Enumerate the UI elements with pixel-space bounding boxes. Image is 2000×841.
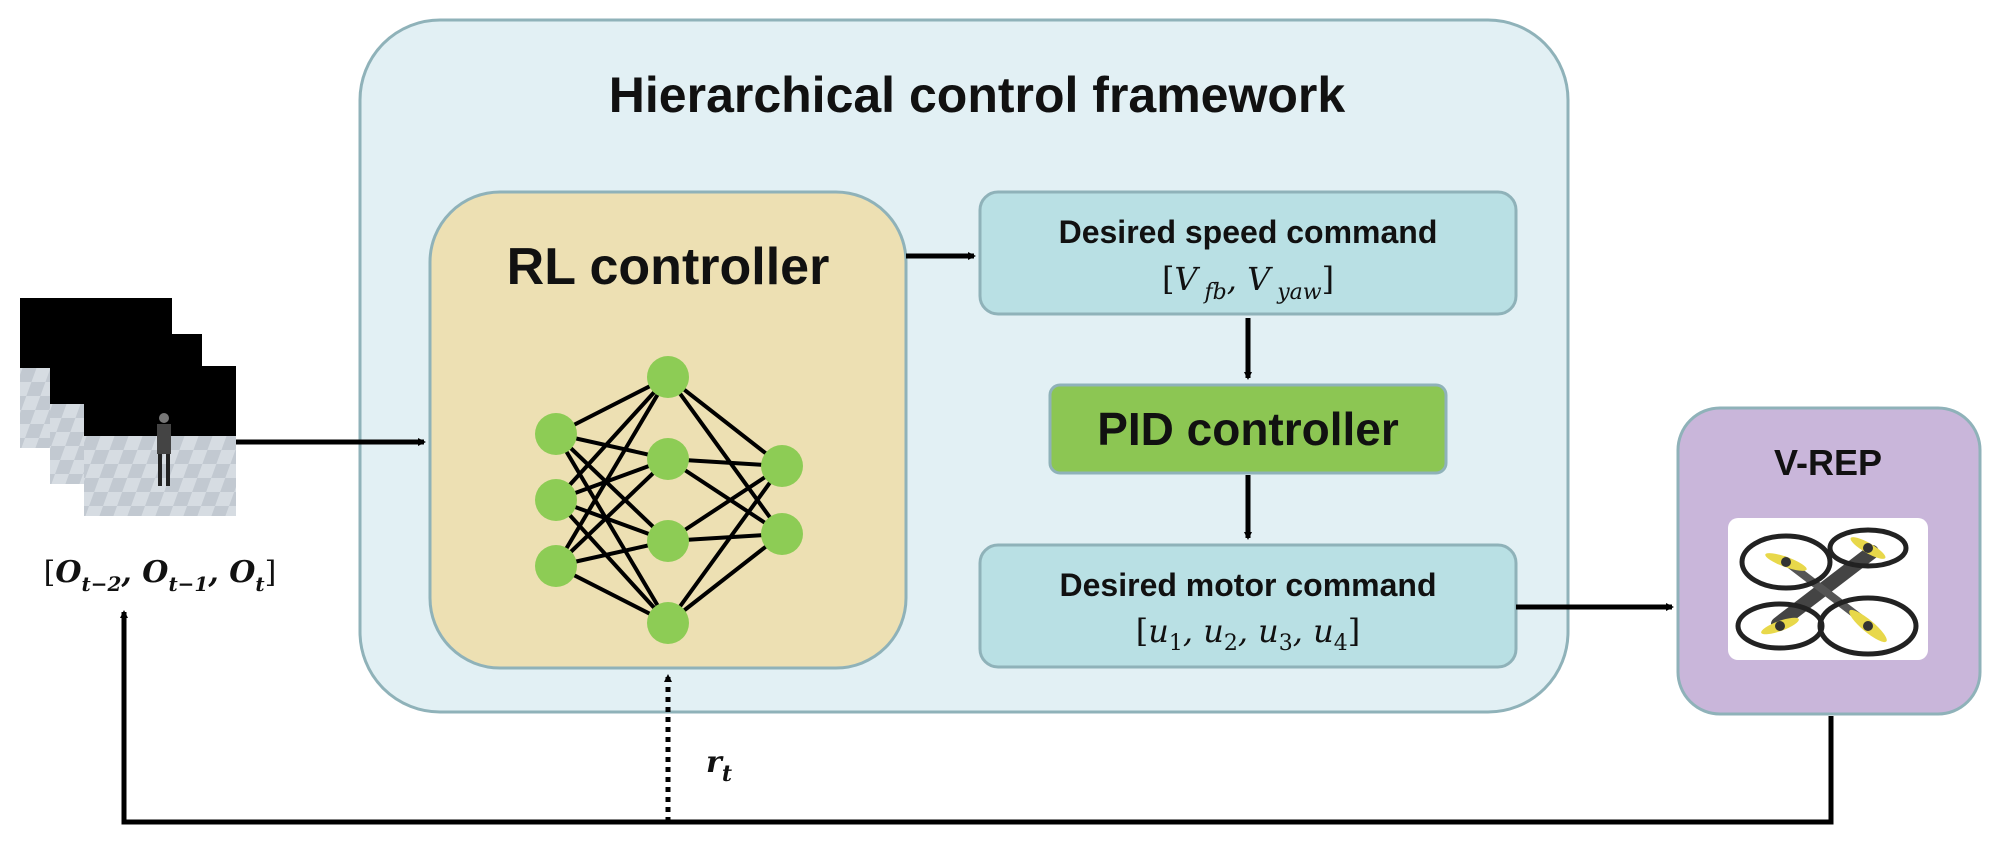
network-edge: [554, 498, 670, 625]
network-edge: [666, 464, 784, 625]
motor-command-title: Desired motor command: [1060, 567, 1437, 603]
network-edge: [554, 375, 670, 502]
reward-label: rt: [706, 745, 732, 787]
network-edge: [554, 457, 670, 568]
vrep-title: V-REP: [1774, 442, 1882, 483]
network-edge: [666, 375, 784, 536]
neural-network-icon: [535, 356, 803, 644]
network-node: [535, 479, 577, 521]
network-node: [535, 545, 577, 587]
speed-command-formula: [V fb, V yaw]: [1162, 260, 1334, 305]
pid-controller-box: [1048, 383, 1448, 475]
rl-controller-title: RL controller: [507, 238, 830, 296]
feedback-loop-line: [120, 610, 1834, 825]
observations-label: [Ot−2, Ot−1, Ot]: [44, 555, 277, 596]
network-node: [647, 520, 689, 562]
network-edge: [666, 457, 784, 536]
network-node: [647, 602, 689, 644]
network-edge: [554, 432, 670, 543]
pid-controller-title: PID controller: [1097, 403, 1399, 455]
speed-command-title: Desired speed command: [1059, 214, 1438, 250]
stacked-observation-frames: [20, 298, 236, 516]
network-node: [761, 445, 803, 487]
network-edge: [554, 432, 670, 625]
network-node: [535, 413, 577, 455]
framework-title: Hierarchical control framework: [609, 67, 1346, 123]
network-node: [761, 513, 803, 555]
network-edge: [666, 464, 784, 543]
network-edge: [554, 375, 670, 568]
quadcopter-drone-image: [1728, 518, 1928, 660]
network-node: [647, 356, 689, 398]
network-edge: [666, 532, 784, 625]
network-node: [647, 438, 689, 480]
connection-arrows: [120, 252, 1834, 825]
network-edge: [666, 375, 784, 468]
speed-command-box: [978, 190, 1518, 316]
